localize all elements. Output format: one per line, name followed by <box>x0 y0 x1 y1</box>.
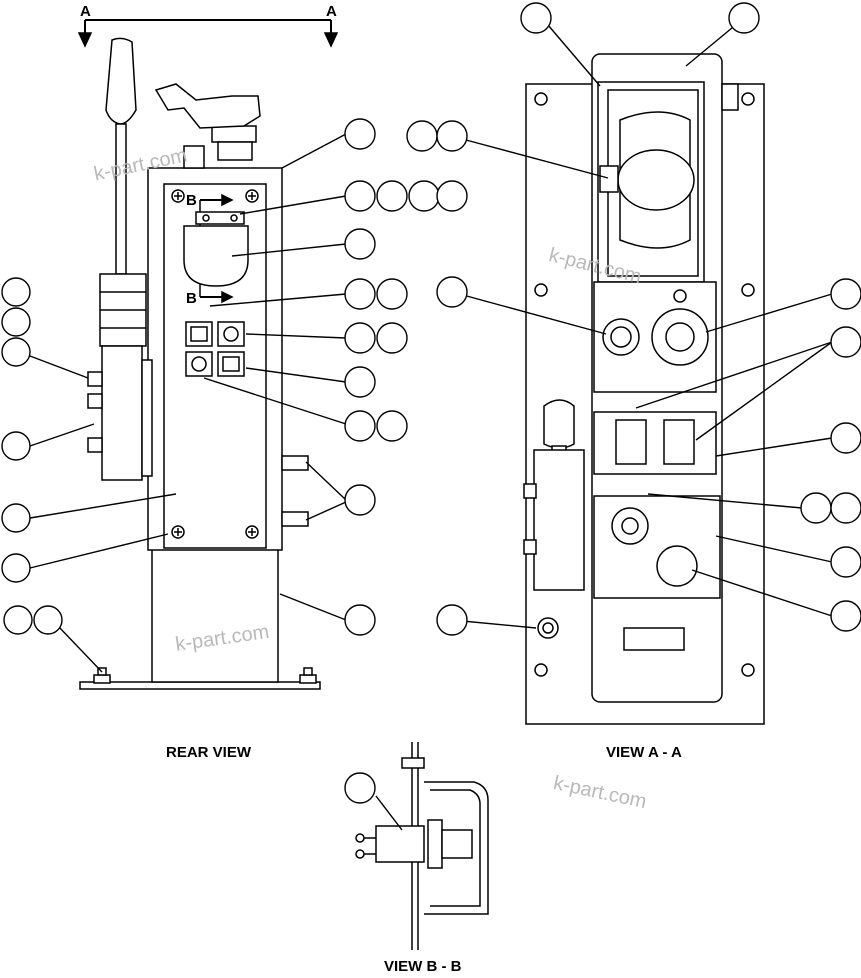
caption-view-b-b: VIEW B - B <box>384 958 462 975</box>
rear-lever <box>87 37 153 481</box>
view-b-b <box>355 742 489 950</box>
callout-balloons <box>1 2 861 831</box>
caption-rear-view: REAR VIEW <box>166 744 252 761</box>
section-letter-right: A <box>326 3 337 20</box>
caption-view-a-a: VIEW A - A <box>606 744 682 761</box>
detail-letter-top: B <box>186 192 197 209</box>
rear-view: B B <box>79 37 321 690</box>
base-bolt-left <box>93 667 111 684</box>
housing-screws <box>171 189 259 539</box>
section-letter-left: A <box>80 3 91 20</box>
base-bolt-right <box>299 667 317 684</box>
view-a-lever <box>523 399 585 591</box>
detail-letter-bottom: B <box>186 290 197 307</box>
view-a-a <box>523 53 765 725</box>
section-line-a: A A <box>77 3 339 48</box>
